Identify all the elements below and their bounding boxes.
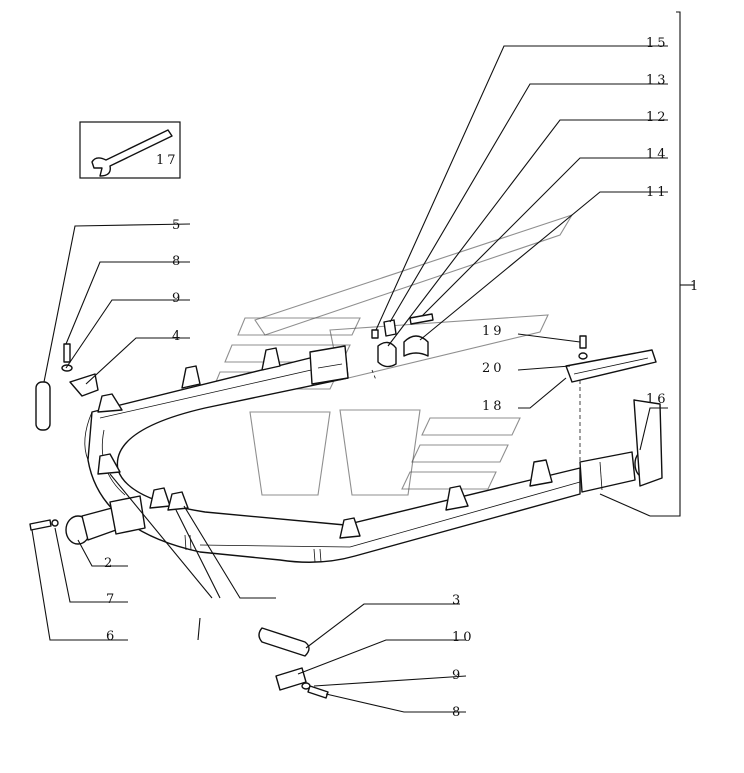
frame-lugs	[97, 347, 553, 539]
callout-3: 3	[452, 593, 460, 608]
callout-13: 13	[646, 73, 669, 88]
callout-4: 4	[172, 329, 180, 344]
callout-6: 6	[106, 629, 114, 644]
callout-labels: 1 2 3 4 5 6 7 8 8 9 9 10 11 12 13 14 15 …	[104, 36, 698, 720]
callout-5: 5	[172, 218, 180, 233]
callout-12: 12	[646, 110, 669, 125]
callout-10: 10	[452, 630, 475, 645]
callout-8-top: 8	[172, 254, 180, 269]
part-components	[29, 121, 663, 699]
callout-18: 18	[482, 399, 505, 414]
callout-8-bottom: 8	[452, 705, 460, 720]
callout-7: 7	[106, 592, 114, 607]
callout-16: 16	[646, 392, 669, 407]
callout-17: 17	[156, 153, 179, 168]
callout-1: 1	[690, 279, 698, 294]
leader-lines	[31, 11, 694, 713]
callout-20: 20	[482, 361, 505, 376]
callout-14: 14	[646, 147, 669, 162]
callout-11: 11	[646, 185, 669, 200]
callout-9-bottom: 9	[452, 668, 460, 683]
callout-19: 19	[482, 324, 505, 339]
main-frame	[84, 345, 656, 563]
callout-9-top: 9	[172, 291, 180, 306]
callout-2: 2	[104, 556, 112, 571]
callout-15: 15	[646, 36, 669, 51]
